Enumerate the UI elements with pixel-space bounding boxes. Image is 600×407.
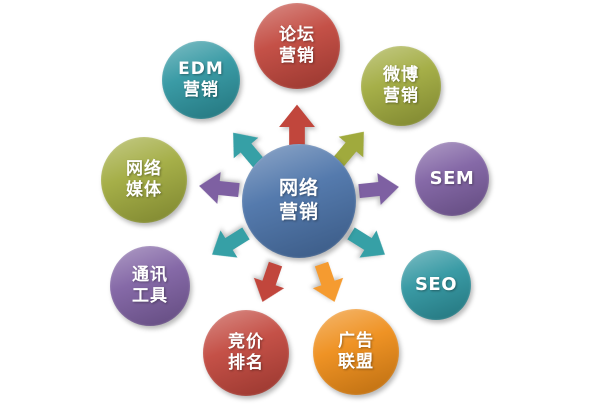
node-weibo: 微博 营销 bbox=[361, 46, 441, 126]
arrow-to-sem-icon bbox=[358, 173, 399, 205]
arrow-to-forum-icon bbox=[279, 104, 315, 150]
arrow-to-web-media-icon bbox=[199, 172, 240, 204]
arrow-to-seo-icon bbox=[347, 227, 385, 258]
node-bidding-rank: 竞价 排名 bbox=[203, 310, 289, 396]
arrow-to-weibo-icon bbox=[332, 131, 364, 167]
node-web-media: 网络 媒体 bbox=[101, 137, 187, 223]
node-sem: SEM bbox=[415, 142, 489, 216]
node-sem-label: SEM bbox=[429, 167, 475, 189]
node-edm-label: EDM 营销 bbox=[178, 58, 224, 100]
arrow-to-edm-icon bbox=[233, 132, 265, 168]
node-seo: SEO bbox=[401, 250, 471, 320]
node-ad-alliance: 广告 联盟 bbox=[313, 309, 399, 395]
node-center: 网络 营销 bbox=[242, 144, 356, 258]
node-edm: EDM 营销 bbox=[162, 41, 240, 119]
arrow-to-ad-alliance-icon bbox=[312, 261, 344, 302]
node-bidding-rank-label: 竞价 排名 bbox=[228, 331, 264, 373]
arrow-to-im-tools-icon bbox=[212, 227, 250, 258]
arrow-to-bidding-rank-icon bbox=[253, 261, 285, 302]
node-web-media-label: 网络 媒体 bbox=[126, 158, 162, 200]
node-im-tools-label: 通讯 工具 bbox=[132, 264, 168, 306]
node-forum-label: 论坛 营销 bbox=[279, 24, 315, 66]
node-seo-label: SEO bbox=[414, 273, 458, 295]
node-ad-alliance-label: 广告 联盟 bbox=[338, 330, 374, 372]
node-forum: 论坛 营销 bbox=[254, 3, 340, 89]
node-im-tools: 通讯 工具 bbox=[110, 246, 190, 326]
node-weibo-label: 微博 营销 bbox=[383, 64, 419, 106]
node-center-label: 网络 营销 bbox=[278, 177, 319, 223]
